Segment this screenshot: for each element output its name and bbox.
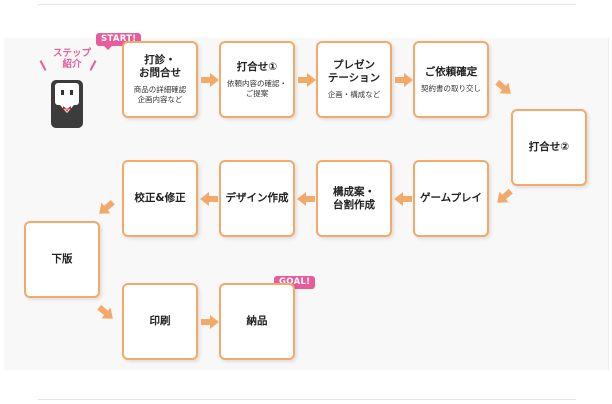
arrow-right-icon bbox=[201, 315, 219, 329]
step-plate-making: 下版 bbox=[24, 221, 100, 298]
step-order-confirmed-title: ご依頼確定 bbox=[424, 65, 478, 78]
step-order-confirmed: ご依頼確定 契約書の取り交し bbox=[413, 41, 489, 118]
arrow-down-right-icon bbox=[97, 304, 113, 319]
arrow-right-icon bbox=[201, 73, 219, 87]
step-delivery: 納品 bbox=[219, 283, 295, 360]
step-meeting-2: 打合せ② bbox=[511, 109, 587, 186]
step-printing-title: 印刷 bbox=[149, 315, 171, 327]
step-printing: 印刷 bbox=[122, 283, 198, 360]
arrow-right-icon bbox=[298, 73, 316, 87]
step-plate-making-title: 下版 bbox=[51, 253, 73, 265]
step-meeting-2-title: 打合せ② bbox=[528, 141, 570, 153]
step-game-play: ゲームプレイ bbox=[413, 160, 489, 237]
arrow-left-icon bbox=[394, 192, 412, 206]
arrow-left-icon bbox=[297, 192, 315, 206]
step-meeting-1-title: 打合せ① bbox=[236, 60, 278, 73]
step-presentation: プレゼン テーション 企画・構成など bbox=[316, 41, 392, 118]
step-layout-plan-title: 構成案・ 台割作成 bbox=[333, 185, 375, 211]
step-presentation-sub: 企画・構成など bbox=[327, 90, 381, 99]
step-intro-label: ステップ 紹介 bbox=[52, 48, 91, 70]
step-game-play-title: ゲームプレイ bbox=[419, 192, 483, 204]
step-delivery-title: 納品 bbox=[246, 315, 268, 327]
step-meeting-1-sub: 依頼内容の確認・ ご提案 bbox=[227, 78, 287, 98]
step-design-title: デザイン作成 bbox=[225, 192, 289, 204]
step-inquiry: 打診・ お問合せ 商品の詳細確認 企画内容など bbox=[122, 41, 198, 118]
bottom-divider bbox=[38, 399, 576, 400]
arrow-down-right-icon bbox=[495, 79, 511, 94]
arrow-right-icon bbox=[395, 73, 413, 87]
arrow-left-icon bbox=[200, 192, 218, 206]
step-proofing: 校正&修正 bbox=[122, 160, 198, 237]
step-design: デザイン作成 bbox=[219, 160, 295, 237]
arrow-down-left-icon bbox=[99, 199, 115, 214]
arrow-down-left-icon bbox=[497, 188, 513, 203]
step-presentation-title: プレゼン テーション bbox=[327, 59, 381, 84]
mascot-icon bbox=[51, 80, 83, 128]
step-meeting-1: 打合せ① 依頼内容の確認・ ご提案 bbox=[219, 41, 295, 118]
step-layout-plan: 構成案・ 台割作成 bbox=[316, 160, 392, 237]
step-order-confirmed-sub: 契約書の取り交し bbox=[421, 83, 481, 93]
step-proofing-title: 校正&修正 bbox=[134, 192, 186, 204]
step-inquiry-title: 打診・ お問合せ bbox=[139, 54, 181, 79]
top-divider bbox=[38, 4, 576, 5]
step-inquiry-sub: 商品の詳細確認 企画内容など bbox=[133, 85, 187, 104]
